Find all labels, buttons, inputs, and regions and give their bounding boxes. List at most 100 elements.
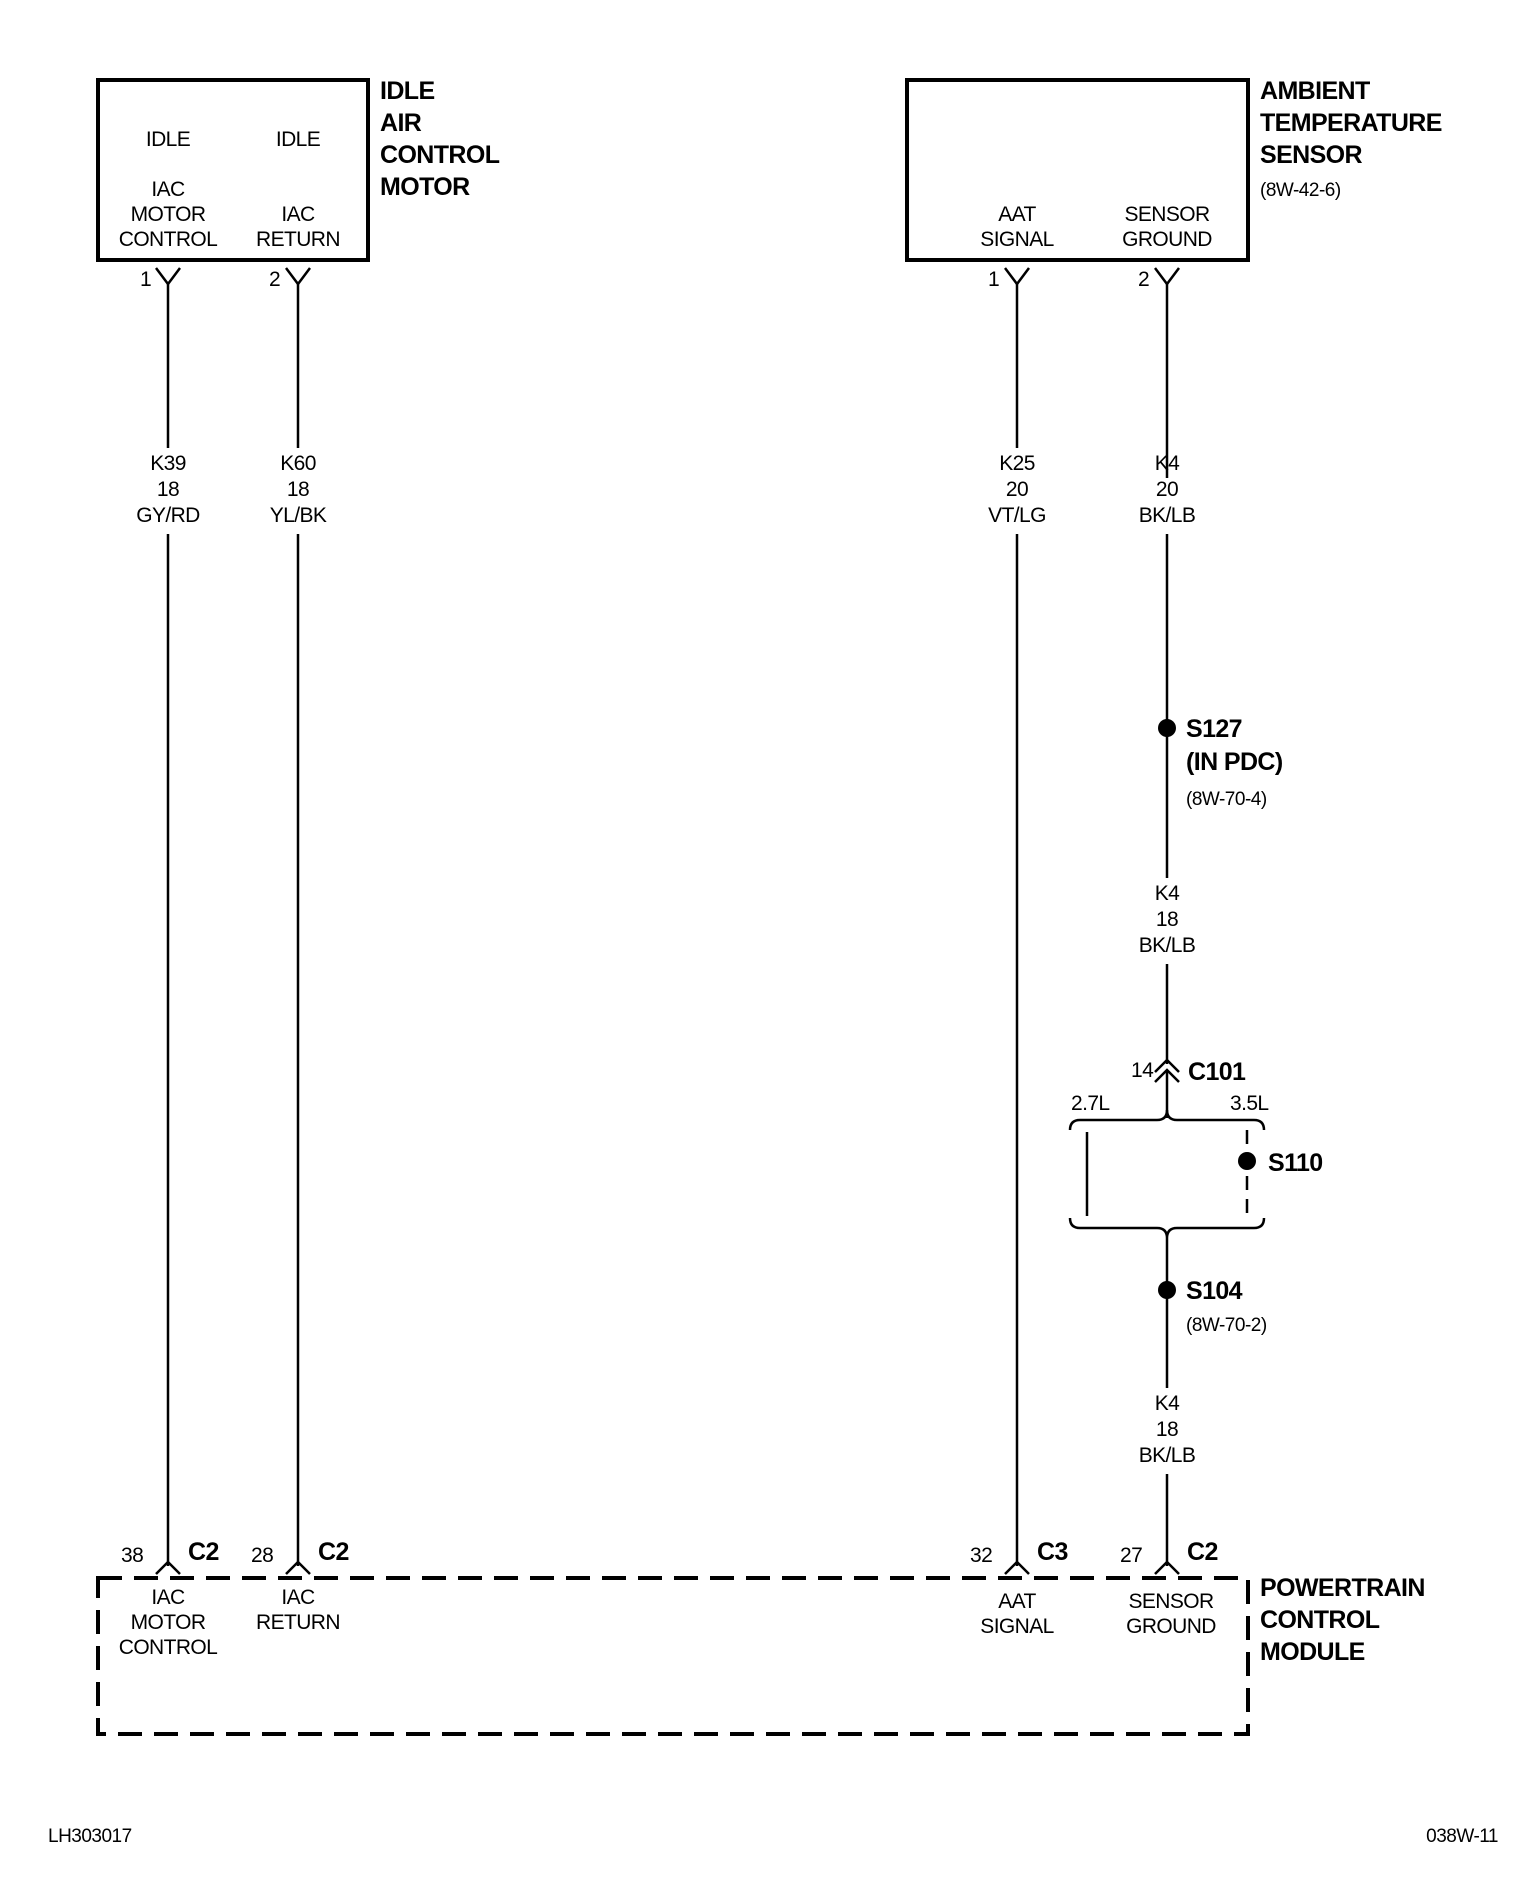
aat-pin2-connector-symbol xyxy=(1154,267,1180,287)
wire-k39-id: K39 xyxy=(150,452,186,475)
splice-s127-note: (IN PDC) xyxy=(1186,748,1283,776)
pcm-pin38-connector-symbol xyxy=(155,1560,181,1575)
wire-k4-bottom-color: BK/LB xyxy=(1139,1444,1196,1467)
diagram-id-left: LH303017 xyxy=(48,1826,132,1847)
wire-label-k4-bottom: K4 18 BK/LB xyxy=(1139,1388,1196,1474)
wire-k4-bottom-gauge: 18 xyxy=(1156,1418,1178,1441)
splice-s104-dot xyxy=(1158,1281,1176,1299)
pcm-pin28-number: 28 xyxy=(251,1544,273,1567)
wire-k25-gauge: 20 xyxy=(1006,478,1028,501)
wire-label-k25: K25 20 VT/LG xyxy=(986,448,1048,534)
wire-k25-color: VT/LG xyxy=(988,504,1046,527)
aat-pin2-number: 2 xyxy=(1138,268,1149,291)
engine-option-right-label: 3.5L xyxy=(1230,1092,1268,1115)
wire-k60-gauge: 18 xyxy=(287,478,309,501)
pcm-pin38-label-3: CONTROL xyxy=(119,1636,217,1659)
splice-s127-dot xyxy=(1158,719,1176,737)
pcm-pin28-label-2: RETURN xyxy=(256,1611,340,1634)
splice-s127-ref: (8W-70-4) xyxy=(1186,789,1267,810)
aat-pin1-label-1: AAT xyxy=(998,203,1036,226)
iac-pin1-number: 1 xyxy=(140,268,151,291)
c101-inline-symbol-top xyxy=(1154,1058,1180,1073)
iac-motor-box xyxy=(96,78,370,262)
aat-pin1-connector-symbol xyxy=(1004,267,1030,287)
iac-motor-title-1: IDLE xyxy=(380,77,435,105)
iac-pin1-connector-symbol xyxy=(155,267,181,287)
pcm-pin38-connector: C2 xyxy=(188,1538,219,1566)
pcm-pin27-label-1: SENSOR xyxy=(1128,1590,1214,1613)
iac-pin2-number: 2 xyxy=(269,268,280,291)
wire-k39-gauge: 18 xyxy=(157,478,179,501)
aat-pin1-number: 1 xyxy=(988,268,999,291)
aat-sensor-title-3: SENSOR xyxy=(1260,141,1363,169)
aat-sensor-box xyxy=(905,78,1250,262)
pcm-pin32-connector-symbol xyxy=(1004,1560,1030,1575)
splice-s110-dot xyxy=(1238,1152,1256,1170)
bracket-bottom xyxy=(1068,1217,1266,1239)
wire-k4-top-color: BK/LB xyxy=(1139,504,1196,527)
wire-k4-bottom-id: K4 xyxy=(1155,1392,1180,1415)
page-ref-right: 038W-11 xyxy=(1426,1826,1498,1847)
pcm-pin32-number: 32 xyxy=(970,1544,992,1567)
pcm-pin38-number: 38 xyxy=(121,1544,143,1567)
wire-k4-top-gauge: 20 xyxy=(1156,478,1178,501)
pcm-pin32-label-2: SIGNAL xyxy=(980,1615,1053,1638)
iac-motor-title-2: AIR xyxy=(380,109,422,137)
iac-motor-title-3: CONTROL xyxy=(380,141,500,169)
wire-label-k60: K60 18 YL/BK xyxy=(270,448,327,534)
c101-name: C101 xyxy=(1188,1058,1246,1086)
pcm-pin28-label-1: IAC xyxy=(281,1586,315,1609)
wire-k39-color: GY/RD xyxy=(136,504,200,527)
aat-sensor-title-2: TEMPERATURE xyxy=(1260,109,1442,137)
aat-pin1-label-2: SIGNAL xyxy=(980,228,1053,251)
wire-label-k4-top: K4 20 BK/LB xyxy=(1139,452,1196,534)
connector-c101: 14 C101 xyxy=(1131,1058,1247,1112)
pcm-title-1: POWERTRAIN xyxy=(1260,1574,1425,1602)
engine-option-bracket: 2.7L 3.5L xyxy=(1068,1092,1269,1239)
splice-s104: S104 (8W-70-2) xyxy=(1158,1277,1267,1336)
iac-pin2-top-label: IDLE xyxy=(276,128,321,151)
iac-pin1-label-3: CONTROL xyxy=(119,228,217,251)
pcm-pin27-connector-symbol xyxy=(1154,1560,1180,1575)
c101-pin-number: 14 xyxy=(1131,1059,1154,1082)
pcm-pin28-connector: C2 xyxy=(318,1538,349,1566)
wire-k4-top-id: K4 xyxy=(1155,452,1180,475)
wire-k25-id: K25 xyxy=(999,452,1035,475)
iac-pin1-label-2: MOTOR xyxy=(131,203,206,226)
wire-k4-middle-color: BK/LB xyxy=(1139,934,1196,957)
iac-pin1-top-label: IDLE xyxy=(146,128,191,151)
pcm-pin32-connector: C3 xyxy=(1037,1538,1068,1566)
splice-s104-name: S104 xyxy=(1186,1277,1243,1305)
iac-pin2-label-1: IAC xyxy=(281,203,315,226)
iac-motor-title-4: MOTOR xyxy=(380,173,470,201)
iac-pin2-label-2: RETURN xyxy=(256,228,340,251)
wire-k4-middle-gauge: 18 xyxy=(1156,908,1178,931)
pcm-pin27-label-2: GROUND xyxy=(1126,1615,1216,1638)
splice-s110: S110 xyxy=(1238,1149,1323,1177)
pcm-dashed-box xyxy=(96,1576,1250,1736)
bracket-top xyxy=(1068,1109,1266,1131)
wire-label-k39: K39 18 GY/RD xyxy=(136,448,201,534)
aat-sensor-title-1: AMBIENT xyxy=(1260,77,1370,105)
pcm-pin27-number: 27 xyxy=(1120,1544,1142,1567)
engine-option-left-label: 2.7L xyxy=(1071,1092,1109,1115)
pcm-pin32-label-1: AAT xyxy=(998,1590,1036,1613)
aat-pin2-label-1: SENSOR xyxy=(1124,203,1210,226)
pcm-pin27-connector: C2 xyxy=(1187,1538,1218,1566)
pcm-pin28-connector-symbol xyxy=(285,1560,311,1575)
splice-s110-name: S110 xyxy=(1268,1149,1323,1177)
wire-k60-id: K60 xyxy=(280,452,316,475)
pcm-pin38-label-2: MOTOR xyxy=(131,1611,206,1634)
splice-s127-name: S127 xyxy=(1186,715,1242,743)
wire-label-k4-middle: K4 18 BK/LB xyxy=(1139,878,1196,964)
aat-sensor-component: AMBIENT TEMPERATURE SENSOR (8W-42-6) AAT… xyxy=(905,77,1442,291)
aat-pin2-label-2: GROUND xyxy=(1122,228,1212,251)
splice-s104-ref: (8W-70-2) xyxy=(1186,1315,1267,1336)
pcm-component: POWERTRAIN CONTROL MODULE 38 C2 IAC MOTO… xyxy=(96,1538,1425,1736)
pcm-title-2: CONTROL xyxy=(1260,1606,1380,1634)
iac-motor-component: IDLE AIR CONTROL MOTOR IDLE IAC MOTOR CO… xyxy=(96,77,500,291)
iac-pin1-label-1: IAC xyxy=(151,178,185,201)
splice-s127: S127 (IN PDC) (8W-70-4) xyxy=(1158,715,1283,810)
wire-k60-color: YL/BK xyxy=(270,504,327,527)
